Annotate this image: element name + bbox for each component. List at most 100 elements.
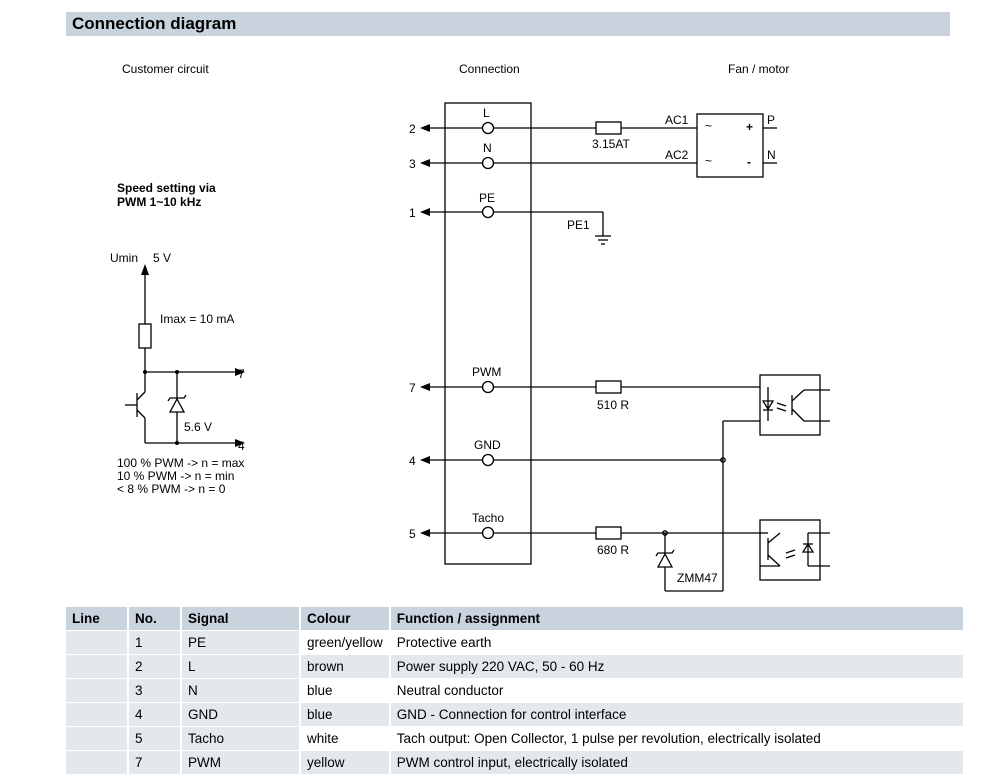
customer-supply-wire bbox=[141, 264, 149, 324]
table-row: 7 PWM yellow PWM control input, electric… bbox=[66, 751, 963, 775]
tacho-resistor bbox=[595, 526, 622, 540]
cell-function: GND - Connection for control interface bbox=[390, 703, 963, 727]
cell-line bbox=[66, 655, 129, 679]
junction-dot bbox=[143, 370, 147, 374]
col-header-function: Function / assignment bbox=[390, 607, 963, 631]
cell-signal: GND bbox=[182, 703, 301, 727]
col-header-colour: Colour bbox=[301, 607, 391, 631]
motor-tilde-2: ~ bbox=[705, 154, 712, 168]
pin-num-1: 1 bbox=[409, 206, 416, 220]
junction-dot bbox=[720, 457, 726, 463]
cell-function: Tach output: Open Collector, 1 pulse per… bbox=[390, 727, 963, 751]
col-header-no: No. bbox=[129, 607, 182, 631]
pin-pe bbox=[420, 205, 604, 236]
motor-box bbox=[696, 113, 764, 178]
pwm-resistor-label: 510 R bbox=[597, 398, 629, 412]
table-header-row: Line No. Signal Colour Function / assign… bbox=[66, 607, 963, 631]
col-header-signal: Signal bbox=[182, 607, 301, 631]
cell-line bbox=[66, 751, 129, 775]
motor-p-label: P bbox=[767, 113, 775, 127]
connection-diagram: Customer circuit Connection Fan / motor … bbox=[110, 62, 830, 592]
cell-colour: green/yellow bbox=[301, 631, 391, 655]
pin-num-7: 7 bbox=[409, 381, 416, 395]
fan-motor-heading: Fan / motor bbox=[728, 62, 789, 76]
signal-table: Line No. Signal Colour Function / assign… bbox=[66, 607, 963, 775]
cell-no: 3 bbox=[129, 679, 182, 703]
table-row: 1 PE green/yellow Protective earth bbox=[66, 631, 963, 655]
tacho-resistor-label: 680 R bbox=[597, 543, 629, 557]
pe1-label: PE1 bbox=[567, 218, 590, 232]
cell-line bbox=[66, 631, 129, 655]
pin-num-2: 2 bbox=[409, 122, 416, 136]
zener-label: 5.6 V bbox=[184, 420, 212, 434]
pin-label-n: N bbox=[483, 141, 492, 155]
out4-arrow bbox=[235, 439, 245, 447]
zener-tacho-label: ZMM47 bbox=[677, 571, 718, 585]
imax-label: Imax = 10 mA bbox=[160, 312, 234, 326]
connector-block bbox=[444, 102, 532, 565]
cell-no: 5 bbox=[129, 727, 182, 751]
cell-line bbox=[66, 679, 129, 703]
pin-num-4: 4 bbox=[409, 454, 416, 468]
pin-num-3: 3 bbox=[409, 157, 416, 171]
cell-colour: brown bbox=[301, 655, 391, 679]
cell-signal: N bbox=[182, 679, 301, 703]
pin-label-tacho: Tacho bbox=[472, 511, 504, 525]
cell-line bbox=[66, 703, 129, 727]
page-title: Connection diagram bbox=[72, 14, 237, 33]
cell-colour: white bbox=[301, 727, 391, 751]
cell-no: 1 bbox=[129, 631, 182, 655]
fuse-label: 3.15AT bbox=[592, 137, 630, 151]
junction-dot bbox=[175, 441, 179, 445]
tacho-optocoupler bbox=[759, 519, 830, 581]
out4-label: 4 bbox=[238, 439, 245, 453]
motor-plus: + bbox=[746, 120, 753, 134]
five-volt-label: 5 V bbox=[153, 251, 171, 265]
cell-function: Power supply 220 VAC, 50 - 60 Hz bbox=[390, 655, 963, 679]
cell-colour: blue bbox=[301, 703, 391, 727]
pin-gnd bbox=[420, 453, 723, 467]
cell-signal: PE bbox=[182, 631, 301, 655]
speed-setting-line2: PWM 1~10 kHz bbox=[117, 195, 201, 209]
pin-num-5: 5 bbox=[409, 527, 416, 541]
cell-signal: PWM bbox=[182, 751, 301, 775]
connection-heading: Connection bbox=[459, 62, 520, 76]
ac2-label: AC2 bbox=[665, 148, 689, 162]
motor-n-label: N bbox=[767, 148, 776, 162]
customer-circuit-heading: Customer circuit bbox=[122, 62, 209, 76]
cell-no: 2 bbox=[129, 655, 182, 679]
cell-no: 4 bbox=[129, 703, 182, 727]
pin-tacho bbox=[420, 526, 596, 540]
ground-symbol bbox=[595, 235, 611, 245]
zener-diode bbox=[167, 372, 187, 443]
cell-signal: Tacho bbox=[182, 727, 301, 751]
ac1-label: AC1 bbox=[665, 113, 689, 127]
pwm-rule-1: 100 % PWM -> n = max bbox=[117, 456, 244, 470]
motor-tilde-1: ~ bbox=[705, 119, 712, 133]
pwm-optocoupler bbox=[722, 374, 830, 566]
col-header-line: Line bbox=[66, 607, 129, 631]
cell-function: Neutral conductor bbox=[390, 679, 963, 703]
pwm-rule-3: < 8 % PWM -> n = 0 bbox=[117, 482, 226, 496]
motor-minus: - bbox=[747, 155, 751, 169]
table-row: 3 N blue Neutral conductor bbox=[66, 679, 963, 703]
cell-colour: blue bbox=[301, 679, 391, 703]
pin-label-l: L bbox=[483, 106, 490, 120]
pin-label-pwm: PWM bbox=[472, 365, 501, 379]
out7-arrow bbox=[235, 368, 245, 376]
pin-l bbox=[420, 121, 596, 135]
title-bar: Connection diagram bbox=[66, 12, 950, 36]
table-row: 5 Tacho white Tach output: Open Collecto… bbox=[66, 727, 963, 751]
cell-function: PWM control input, electrically isolated bbox=[390, 751, 963, 775]
cell-no: 7 bbox=[129, 751, 182, 775]
pin-n bbox=[420, 156, 697, 170]
table-row: 2 L brown Power supply 220 VAC, 50 - 60 … bbox=[66, 655, 963, 679]
speed-setting-line1: Speed setting via bbox=[117, 181, 216, 195]
cell-function: Protective earth bbox=[390, 631, 963, 655]
cell-line bbox=[66, 727, 129, 751]
transistor-symbol bbox=[125, 391, 146, 443]
tacho-zener-diode bbox=[655, 533, 724, 592]
out7-label: 7 bbox=[238, 367, 245, 381]
cell-colour: yellow bbox=[301, 751, 391, 775]
umin-label: Umin bbox=[110, 251, 138, 265]
